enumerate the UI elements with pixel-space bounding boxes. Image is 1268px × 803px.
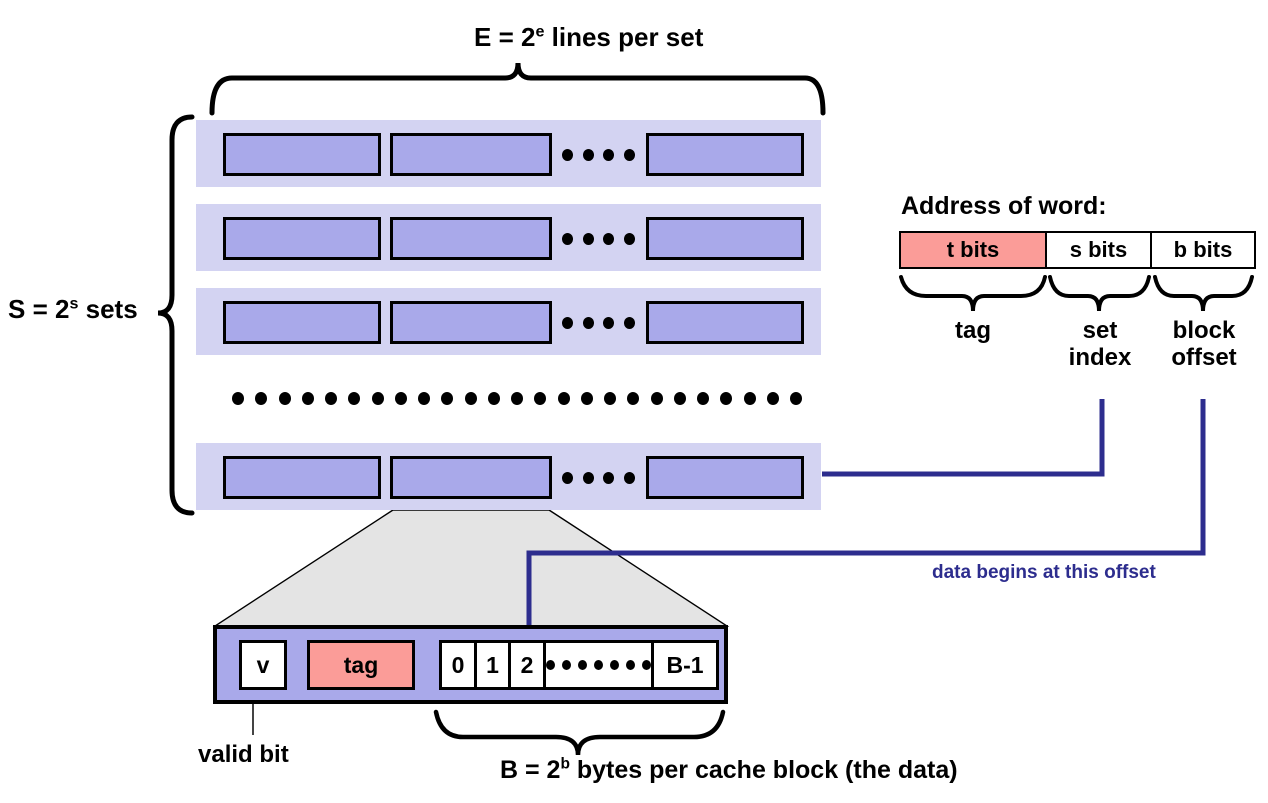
offset-annotation: data begins at this offset bbox=[932, 562, 1156, 583]
address-caption-block-line1: block bbox=[1172, 317, 1236, 344]
sets-label-exponent: s bbox=[69, 294, 79, 313]
cache-set-row[interactable] bbox=[196, 288, 821, 355]
sets-label: S = 2s sets bbox=[8, 294, 138, 324]
address-caption-block-offset: block offset bbox=[1152, 317, 1256, 372]
cache-line[interactable] bbox=[223, 301, 381, 344]
cache-line-detail[interactable]: v tag 0 1 2 B-1 bbox=[213, 625, 728, 704]
cache-set-row[interactable] bbox=[196, 204, 821, 271]
valid-bit-label: valid bit bbox=[198, 741, 289, 768]
cache-line[interactable] bbox=[646, 456, 804, 499]
cache-line[interactable] bbox=[646, 133, 804, 176]
block-offset-brace bbox=[1153, 275, 1254, 312]
block-offset-connector bbox=[526, 399, 1206, 640]
data-byte-1[interactable]: 1 bbox=[473, 640, 512, 690]
title-top-prefix: E = 2 bbox=[474, 22, 536, 52]
address-caption-block-line2: offset bbox=[1171, 343, 1237, 371]
line-ellipsis bbox=[562, 471, 635, 484]
cache-line[interactable] bbox=[390, 217, 552, 260]
data-bytes-group: 0 1 2 B-1 bbox=[439, 640, 719, 690]
data-bytes-ellipsis bbox=[542, 640, 655, 690]
sets-label-prefix: S = 2 bbox=[8, 294, 70, 324]
address-caption-set-line1: set bbox=[1082, 317, 1118, 344]
valid-bit-cell[interactable]: v bbox=[239, 640, 287, 690]
data-byte-0[interactable]: 0 bbox=[439, 640, 477, 690]
address-title: Address of word: bbox=[901, 192, 1107, 220]
address-caption-set-index: set index bbox=[1049, 317, 1151, 372]
cache-line-selected[interactable] bbox=[390, 456, 552, 499]
cache-set-row-last[interactable] bbox=[196, 443, 821, 510]
line-ellipsis bbox=[562, 148, 635, 161]
cache-line[interactable] bbox=[390, 133, 552, 176]
bytes-ellipsis-dots bbox=[546, 660, 651, 670]
address-field-block-offset[interactable]: b bits bbox=[1150, 231, 1256, 269]
block-bytes-brace bbox=[433, 709, 726, 756]
set-index-brace bbox=[1048, 275, 1151, 312]
address-fields: t bits s bits b bits bbox=[899, 231, 1256, 269]
cache-set-row[interactable] bbox=[196, 120, 821, 187]
address-caption-tag-line1: tag bbox=[955, 317, 991, 344]
sets-ellipsis bbox=[232, 391, 802, 405]
data-byte-2[interactable]: 2 bbox=[508, 640, 546, 690]
tag-brace bbox=[899, 275, 1047, 312]
cache-line[interactable] bbox=[390, 301, 552, 344]
cache-line[interactable] bbox=[646, 301, 804, 344]
title-top-suffix: lines per set bbox=[544, 22, 704, 52]
page-title: E = 2e lines per set bbox=[474, 22, 704, 52]
title-top-exponent: e bbox=[535, 22, 545, 41]
cache-line[interactable] bbox=[223, 217, 381, 260]
address-caption-set-line2: index bbox=[1068, 343, 1132, 371]
block-size-exponent: b bbox=[560, 755, 570, 773]
sets-label-suffix: sets bbox=[78, 294, 138, 324]
line-ellipsis bbox=[562, 232, 635, 245]
top-brace bbox=[209, 62, 826, 116]
address-field-set-index[interactable]: s bits bbox=[1044, 231, 1153, 269]
cache-line[interactable] bbox=[223, 456, 381, 499]
block-size-caption: B = 2b bytes per cache block (the data) bbox=[500, 755, 958, 784]
cache-line[interactable] bbox=[646, 217, 804, 260]
block-size-prefix: B = 2 bbox=[500, 756, 561, 784]
cache-line[interactable] bbox=[223, 133, 381, 176]
address-caption-tag: tag bbox=[923, 317, 1023, 345]
left-brace bbox=[157, 114, 195, 516]
address-field-tag[interactable]: t bits bbox=[899, 231, 1047, 269]
tag-cell[interactable]: tag bbox=[307, 640, 415, 690]
data-byte-last[interactable]: B-1 bbox=[651, 640, 719, 690]
set-index-connector bbox=[822, 399, 1105, 477]
zoom-trapezoid bbox=[212, 509, 730, 627]
block-size-suffix: bytes per cache block (the data) bbox=[569, 756, 958, 784]
line-ellipsis bbox=[562, 316, 635, 329]
